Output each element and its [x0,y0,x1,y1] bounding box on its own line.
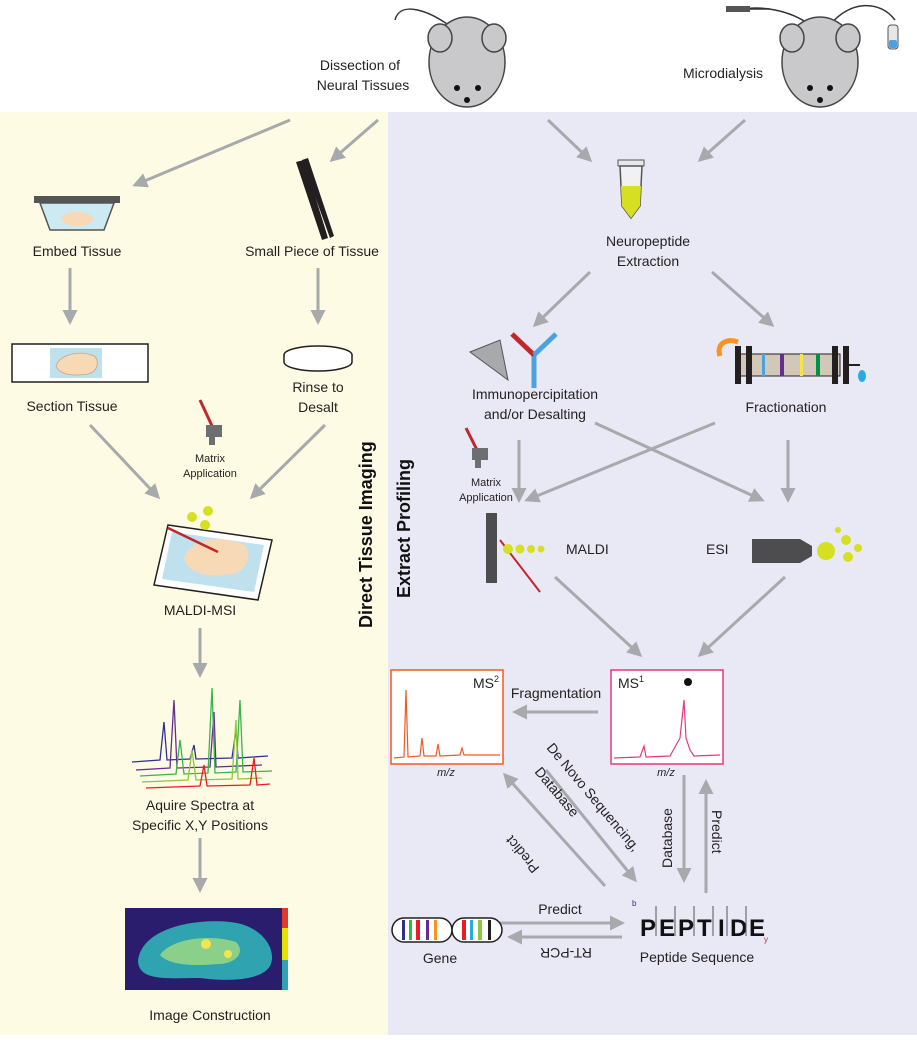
section-title-direct-imaging: Direct Tissue Imaging [356,441,376,628]
stacked-spectra-icon [131,687,273,789]
label-immuno-1: Immunopercipitation [472,386,598,402]
syringe-icon [726,6,770,12]
y-ion-label: y [764,935,768,944]
gene-chromosome-icon [391,917,503,943]
label-matrix-left-1: Matrix [195,453,225,465]
label-esi: ESI [706,541,729,557]
peptide-letter: I [718,915,725,942]
ms1-mz-label: m/z [657,767,675,779]
label-dissection-1: Dissection of [320,57,400,73]
vial-small-icon [887,24,899,50]
label-maldi: MALDI [566,541,609,557]
label-rinse-2: Desalt [298,399,338,415]
slide-icon [11,343,149,383]
ms1-spectrum [610,669,724,765]
label-maldi-msi: MALDI-MSI [164,602,236,618]
ms2-spectrum [390,669,504,765]
peptide-letter: E [659,915,675,942]
label-small-piece: Small Piece of Tissue [245,243,379,259]
airbrush-icon-left [198,399,222,445]
peptide-letter: T [697,915,712,942]
label-peptide-sequence: Peptide Sequence [640,949,755,965]
b-ion-label: b [632,899,637,908]
label-extraction-1: Neuropeptide [606,233,690,249]
label-microdialysis: Microdialysis [683,65,763,81]
label-section-tissue: Section Tissue [26,398,117,414]
label-predict-horizontal: Predict [538,901,582,917]
mouse-microdialysis-icon [739,4,896,108]
ms2-label: MS2 [473,674,499,691]
ms2-mz-label: m/z [437,767,455,779]
label-gene: Gene [423,950,457,966]
label-database: Database [659,808,675,868]
petri-dish-icon [283,345,353,372]
section-title-extract-profiling: Extract Profiling [394,459,414,598]
microtube-icon [617,159,645,220]
mouse-dissection-icon [394,8,507,108]
label-fragmentation: Fragmentation [511,685,601,701]
peptide-sequence-graphic: b y P E P T I D E [632,899,768,944]
label-matrix-right-2: Application [459,492,513,504]
label-fractionation: Fractionation [746,399,827,415]
flow-arrows [62,118,796,945]
ion-image-icon [125,908,288,990]
label-dissection-2: Neural Tissues [317,77,410,93]
pipette-tip-icon [468,339,509,382]
label-acquire-1: Aquire Spectra at [146,797,254,813]
label-image-construction: Image Construction [149,1007,270,1023]
embed-mold-icon [34,196,120,231]
label-matrix-right-1: Matrix [471,477,501,489]
right-panel [388,112,917,1035]
label-matrix-left-2: Application [183,468,237,480]
label-immuno-2: and/or Desalting [484,406,586,422]
peptide-letter: D [730,915,747,942]
antibody-icon [510,332,558,388]
label-rtpcr: RT-PCR [540,945,592,961]
label-embed-tissue: Embed Tissue [33,243,122,259]
maldi-plate-icon [486,513,545,593]
label-predict-vertical: Predict [709,810,725,854]
label-rinse-1: Rinse to [292,379,344,395]
peptide-letter: P [678,915,694,942]
lc-column-icon [716,338,866,384]
esi-emitter-icon [752,527,862,563]
maldi-msi-slide-icon [153,506,273,601]
airbrush-icon-right [464,427,488,468]
forceps-icon [296,158,334,240]
label-acquire-2: Specific X,Y Positions [132,817,268,833]
peptide-letter: P [640,915,656,942]
ms1-label: MS1 [618,674,644,691]
peptide-letter: E [749,915,765,942]
label-extraction-2: Extraction [617,253,679,269]
